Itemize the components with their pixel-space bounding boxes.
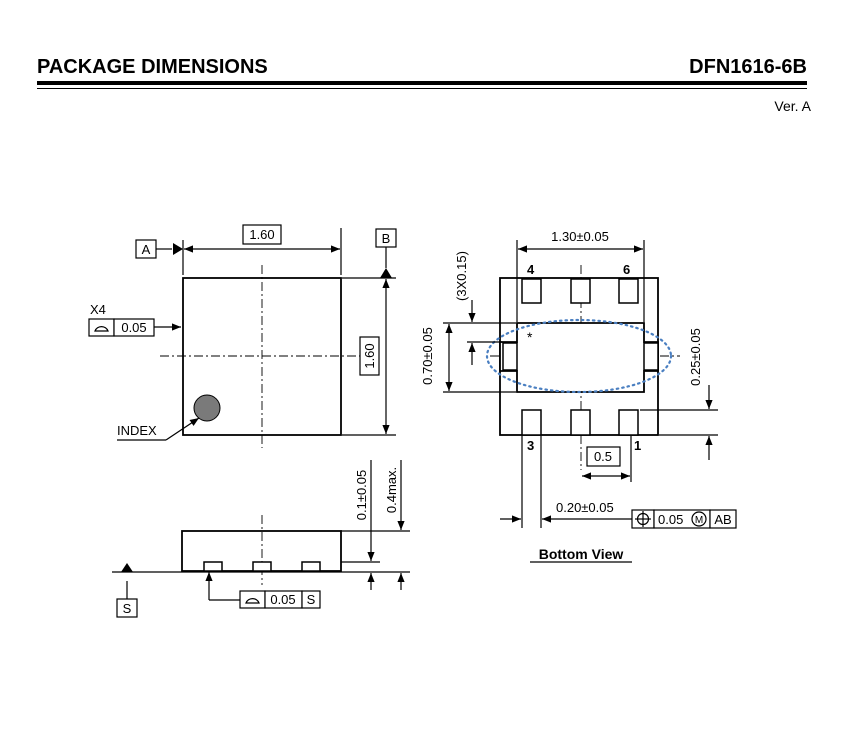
pin-3-pad [521,409,542,436]
datum-a-label: A [142,242,151,257]
header-rule-thin [37,88,807,89]
side-pad-right [301,561,321,572]
pin-4-pad [521,278,542,304]
datum-ref-label: AB [714,512,731,527]
width-dim-box [242,224,282,245]
bottom-view-caption: Bottom View [539,546,624,562]
position-tolerance: 0.05 [658,512,683,527]
datum-b-triangle [380,268,392,278]
top-view: A 1.60 B 1.60 X4 0.05 INDEX [88,224,397,448]
pad-length-label: 0.25±0.05 [688,328,703,386]
index-dot [193,394,221,422]
pin-1-label: 1 [634,438,641,453]
version-label: Ver. A [774,98,811,114]
pad-width-label: 0.20±0.05 [556,500,614,515]
page-title: PACKAGE DIMENSIONS [37,56,268,78]
datum-b-label: B [382,231,391,246]
pad-left-ear [502,342,518,371]
package-name: DFN1616-6B [689,56,807,78]
pad-span-label: 1.30±0.05 [551,229,609,244]
datum-s-box [116,598,138,618]
highlight-ellipse [485,318,673,394]
pitch-label: 0.5 [594,449,612,464]
height-dim-label: 1.60 [362,343,377,368]
pin-6-pad [618,278,639,304]
header-rule-thick [37,81,807,85]
surface-profile-icon [94,326,109,332]
star-mark: * [527,329,533,345]
height-dim-box [359,336,380,376]
multiplier-label: X4 [90,302,106,317]
body-dim-label: 0.70±0.05 [420,327,435,385]
index-label: INDEX [117,423,157,438]
pin-5-pad [570,278,591,304]
surface-profile-icon-2 [245,598,260,604]
datum-a-triangle [173,243,183,255]
flatness-tolerance: 0.05 [121,320,146,335]
pad-right-ear [643,342,659,371]
width-dim-label: 1.60 [249,227,274,242]
coplanarity-symbol-box [239,590,266,609]
max-height-label: 0.4max. [384,467,399,513]
datum-ref-box [709,509,737,529]
pin-4-label: 4 [527,262,535,277]
mmc-circle-icon [691,511,707,527]
pad-height-label: 0.1±0.05 [354,470,369,521]
side-pad-center [252,561,272,572]
pitch-box [586,446,621,467]
profile-symbol-box [88,318,115,337]
bottom-view: * 4 6 3 1 1.30±0.05 (3X0.15) 0.70±0.05 [420,229,737,563]
mmc-label: M [695,515,703,526]
side-pad-left [203,561,223,572]
pin-3-label: 3 [527,438,534,453]
pad-pitch-note: (3X0.15) [454,251,469,301]
pin-6-label: 6 [623,262,630,277]
index-leader [165,417,200,441]
pin-2-pad [570,409,591,436]
datum-s-label: S [123,601,132,616]
exposed-pad [499,322,659,393]
pin-1-pad [618,409,639,436]
side-view: S 0.05 S 0.1±0.05 0.4max. [112,460,410,618]
coplanarity-datum: S [307,592,316,607]
coplanarity-tolerance: 0.05 [270,592,295,607]
